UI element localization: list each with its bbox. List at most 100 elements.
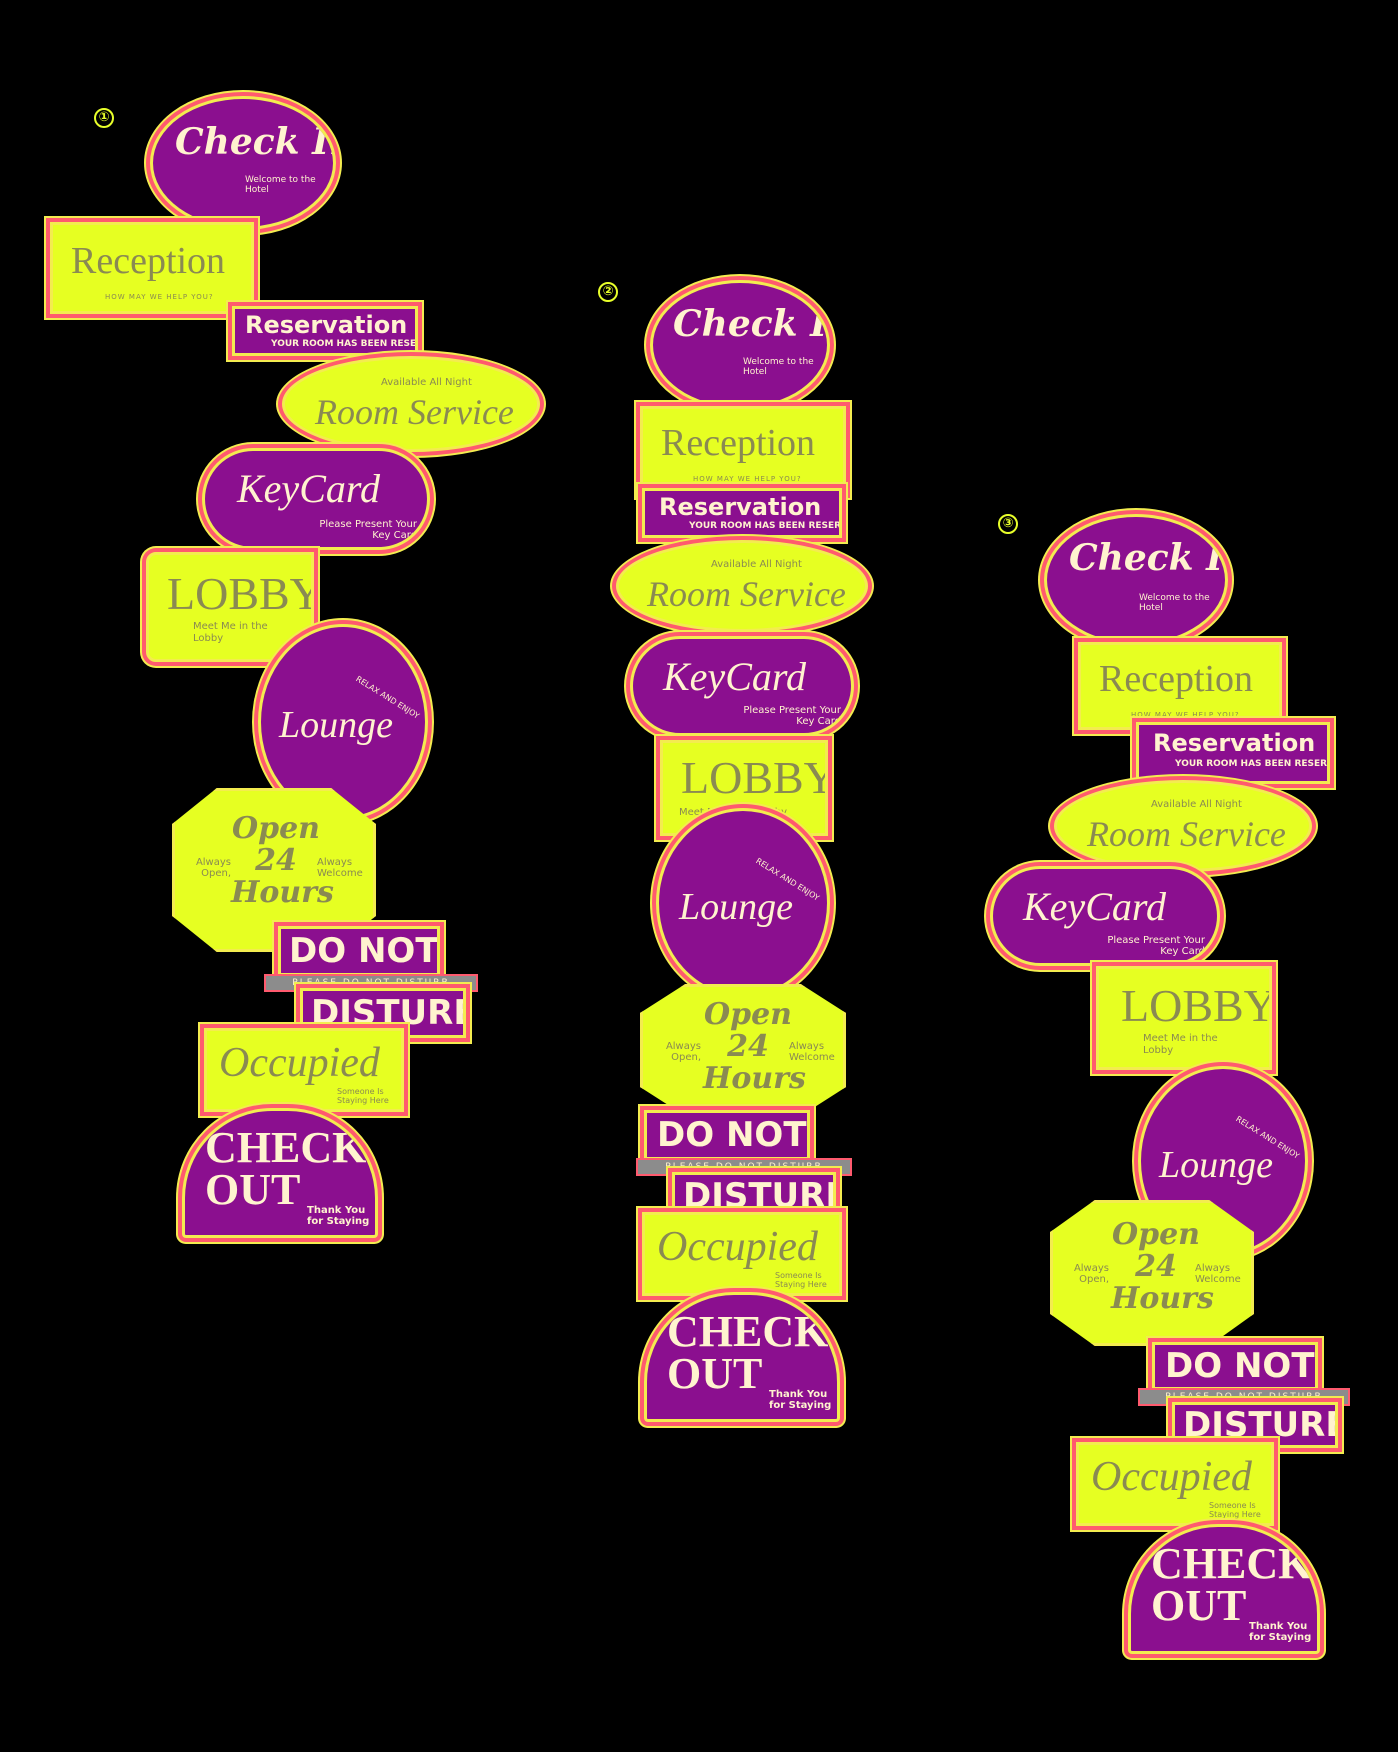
check-in-title: Check In [175, 121, 333, 163]
reservation-subtitle: YOUR ROOM HAS BEEN RESERVED [689, 521, 842, 531]
open-24-title: Open 24 Hours [1111, 1217, 1214, 1316]
check-in-subtitle: Welcome to the Hotel [1139, 593, 1210, 613]
occupied-sign: Occupied Someone Is Staying Here [642, 1212, 842, 1296]
reception-title: Reception [71, 240, 226, 282]
open-24-hours-sign: Open 24 Hours Always Open, Always Welcom… [1050, 1200, 1254, 1346]
check-out-title: CHECK OUT [205, 1123, 367, 1214]
do-not-sign-top: DO NOT [1152, 1342, 1318, 1390]
check-out-subtitle: Thank You for Staying [307, 1205, 370, 1227]
key-card-sign: KeyCard Please Present Your Key Card [202, 448, 430, 550]
reception-subtitle: HOW MAY WE HELP YOU? [105, 293, 214, 301]
check-out-title: CHECK OUT [1151, 1539, 1313, 1630]
dnd-bottom-text: DISTURB [683, 1176, 836, 1216]
key-card-subtitle: Please Present Your Key Card [1107, 935, 1205, 957]
occupied-subtitle: Someone Is Staying Here [337, 1087, 389, 1105]
check-out-title: CHECK OUT [667, 1307, 829, 1398]
key-card-subtitle: Please Present Your Key Card [743, 705, 841, 727]
room-service-title: Room Service [315, 392, 514, 432]
open-24-right: Always Welcome [1195, 1263, 1241, 1285]
lobby-title: LOBBY [681, 752, 828, 803]
lobby-subtitle: Meet Me in the Lobby [1143, 1033, 1218, 1056]
reservation-title: Reservation [245, 311, 408, 339]
dnd-bottom-text: DISTURB [311, 993, 466, 1033]
open-24-title: Open 24 Hours [231, 811, 334, 910]
check-in-title: Check In [673, 303, 827, 345]
check-out-subtitle: Thank You for Staying [1249, 1621, 1312, 1643]
reception-subtitle: HOW MAY WE HELP YOU? [1131, 711, 1240, 719]
reception-sign: Reception HOW MAY WE HELP YOU? [1078, 642, 1282, 730]
reception-title: Reception [661, 422, 816, 464]
reception-title: Reception [1099, 658, 1254, 700]
lobby-title: LOBBY [167, 568, 314, 619]
reception-sign: Reception HOW MAY WE HELP YOU? [640, 406, 846, 494]
reservation-sign: Reservation YOUR ROOM HAS BEEN RESERVED [232, 306, 418, 356]
occupied-title: Occupied [657, 1224, 818, 1270]
lounge-title: Lounge [679, 886, 793, 928]
dnd-top-text: DO NOT [1165, 1346, 1315, 1386]
key-card-title: KeyCard [1023, 884, 1166, 929]
room-service-sign: Available All Night Room Service [616, 540, 868, 632]
check-in-subtitle: Welcome to the Hotel [743, 357, 814, 377]
disturb-sign-bottom: DISTURB [1172, 1402, 1338, 1448]
key-card-sign: KeyCard Please Present Your Key Card [990, 866, 1220, 966]
lounge-sign: Lounge RELAX AND ENJOY [258, 624, 428, 820]
room-service-title: Room Service [1087, 814, 1286, 854]
variant-number: ② [598, 282, 618, 302]
occupied-sign: Occupied Someone Is Staying Here [1076, 1442, 1274, 1526]
room-service-title: Room Service [647, 574, 846, 614]
occupied-subtitle: Someone Is Staying Here [1209, 1501, 1261, 1519]
check-in-sign: Check In Welcome to the Hotel [150, 96, 336, 230]
check-out-sign: CHECK OUT Thank You for Staying [644, 1292, 840, 1422]
key-card-sign: KeyCard Please Present Your Key Card [630, 636, 854, 736]
open-24-hours-sign: Open 24 Hours Always Open, Always Welcom… [640, 984, 846, 1116]
dnd-top-text: DO NOT [289, 931, 439, 971]
reservation-title: Reservation [659, 493, 822, 521]
occupied-subtitle: Someone Is Staying Here [775, 1271, 827, 1289]
key-card-title: KeyCard [237, 466, 380, 511]
room-service-sign: Available All Night Room Service [282, 356, 540, 452]
lounge-sign: Lounge RELAX AND ENJOY [656, 808, 830, 998]
check-out-sign: CHECK OUT Thank You for Staying [1128, 1524, 1320, 1654]
lobby-sign: LOBBY Meet Me in the Lobby [660, 740, 828, 836]
reception-subtitle: HOW MAY WE HELP YOU? [693, 475, 802, 483]
dnd-top-text: DO NOT [657, 1115, 807, 1155]
open-24-left: Always Open, [665, 1041, 701, 1063]
reservation-sign: Reservation YOUR ROOM HAS BEEN RESERVED [642, 488, 842, 538]
check-out-sign: CHECK OUT Thank You for Staying [182, 1108, 378, 1238]
reservation-title: Reservation [1153, 729, 1316, 757]
room-service-top: Available All Night [381, 377, 472, 388]
room-service-top: Available All Night [1151, 799, 1242, 810]
check-in-title: Check In [1069, 537, 1225, 579]
check-in-subtitle: Welcome to the Hotel [245, 175, 316, 195]
do-not-sign-top: DO NOT [278, 926, 440, 976]
variant-number: ① [94, 108, 114, 128]
reception-sign: Reception HOW MAY WE HELP YOU? [50, 222, 254, 314]
occupied-title: Occupied [1091, 1454, 1252, 1500]
open-24-title: Open 24 Hours [703, 997, 806, 1096]
lobby-title: LOBBY [1121, 980, 1272, 1031]
do-not-sign-top: DO NOT [644, 1110, 810, 1160]
occupied-title: Occupied [219, 1040, 380, 1086]
dnd-bottom-text: DISTURB [1183, 1405, 1338, 1445]
open-24-left: Always Open, [195, 857, 231, 879]
lounge-title: Lounge [279, 704, 393, 746]
open-24-hours-sign: Open 24 Hours Always Open, Always Welcom… [172, 788, 376, 952]
open-24-right: Always Welcome [317, 857, 363, 879]
room-service-top: Available All Night [711, 559, 802, 570]
lobby-subtitle: Meet Me in the Lobby [193, 621, 268, 644]
key-card-title: KeyCard [663, 654, 806, 699]
check-in-sign: Check In Welcome to the Hotel [1044, 514, 1228, 646]
open-24-left: Always Open, [1073, 1263, 1109, 1285]
open-24-right: Always Welcome [789, 1041, 835, 1063]
check-out-subtitle: Thank You for Staying [769, 1389, 832, 1411]
variant-number: ③ [998, 514, 1018, 534]
reservation-subtitle: YOUR ROOM HAS BEEN RESERVED [271, 339, 417, 349]
check-in-sign: Check In Welcome to the Hotel [650, 280, 830, 410]
lounge-title: Lounge [1159, 1144, 1273, 1186]
lobby-sign: LOBBY Meet Me in the Lobby [1096, 966, 1272, 1070]
reservation-subtitle: YOUR ROOM HAS BEEN RESERVED [1175, 759, 1328, 769]
key-card-subtitle: Please Present Your Key Card [319, 519, 417, 541]
lobby-sign: LOBBY Meet Me in the Lobby [146, 552, 314, 662]
occupied-sign: Occupied Someone Is Staying Here [204, 1028, 404, 1112]
room-service-sign: Available All Night Room Service [1054, 780, 1312, 872]
